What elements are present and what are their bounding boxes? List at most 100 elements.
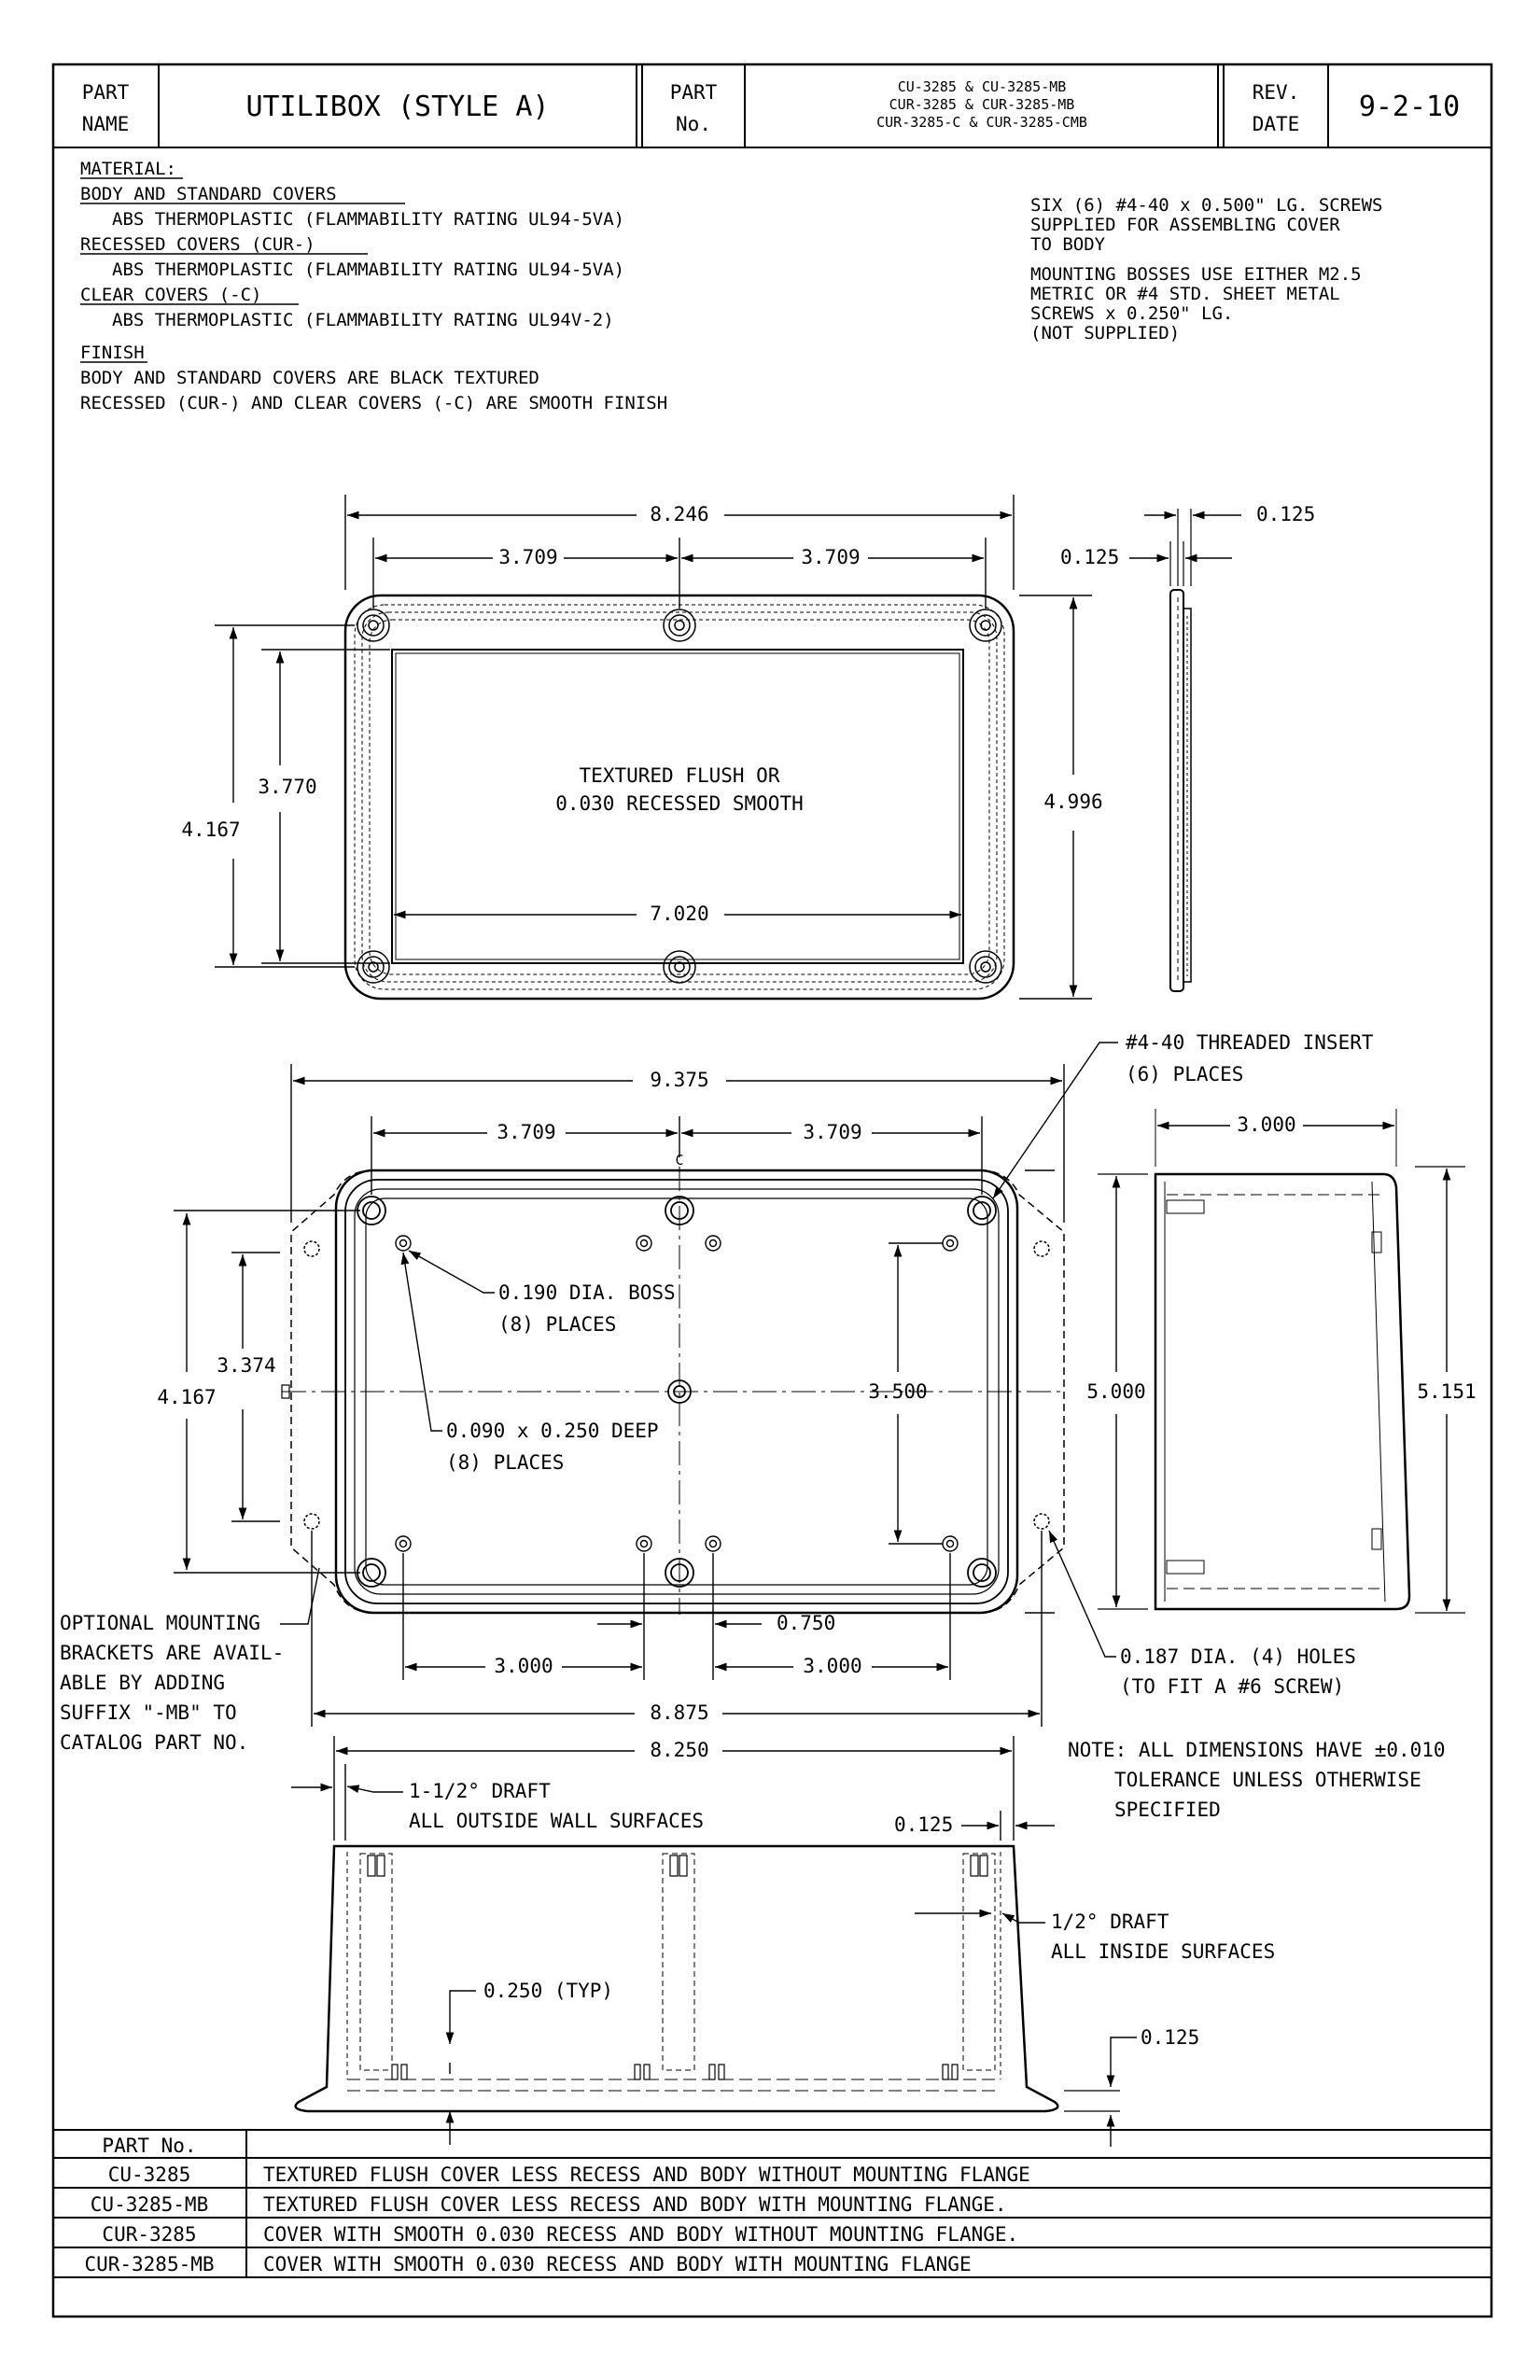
center-offset: 0.750 — [777, 1612, 835, 1634]
boss-typ-dimension: 0.250 (TYP) — [483, 1980, 613, 2002]
table-row-desc: COVER WITH SMOOTH 0.030 RECESS AND BODY … — [263, 2223, 1018, 2246]
parts-table-header: PART No. — [102, 2135, 196, 2157]
svg-text:METRIC OR #4 STD. SHEET METAL: METRIC OR #4 STD. SHEET METAL — [1030, 284, 1340, 304]
cover-panel-label: 0.030 RECESSED SMOOTH — [555, 792, 804, 815]
title-block — [53, 64, 1491, 148]
table-row-desc: COVER WITH SMOOTH 0.030 RECESS AND BODY … — [263, 2253, 972, 2275]
cover-side-view — [1129, 509, 1241, 992]
boss-note: (8) PLACES — [498, 1313, 616, 1336]
left-offset: 3.000 — [494, 1655, 553, 1677]
body-outer-height: 4.167 — [157, 1386, 216, 1408]
floor-thickness: 0.125 — [1141, 2026, 1199, 2049]
rev-label: REV. — [1253, 81, 1300, 104]
outside-draft-note: ALL OUTSIDE WALL SURFACES — [409, 1810, 704, 1832]
part-number: CUR-3285 & CUR-3285-MB — [889, 96, 1075, 113]
svg-text:SIX (6) #4-40 x 0.500" LG. SCR: SIX (6) #4-40 x 0.500" LG. SCREWS — [1030, 195, 1383, 216]
cover-dimension-lines — [215, 495, 1092, 1000]
cover-overall-width: 8.246 — [650, 503, 708, 525]
mount-hole-note: (TO FIT A #6 SCREW) — [1120, 1675, 1344, 1698]
end-view-height: 5.151 — [1417, 1380, 1476, 1403]
svg-text:SCREWS x 0.250" LG.: SCREWS x 0.250" LG. — [1030, 303, 1233, 324]
bracket-note: CATALOG PART NO. — [60, 1731, 248, 1754]
hole-note: (8) PLACES — [446, 1451, 564, 1474]
svg-text:FINISH: FINISH — [80, 343, 145, 363]
body-side-view — [294, 1844, 1059, 2113]
table-row-part: CU-3285-MB — [91, 2193, 208, 2216]
body-right-spacing: 3.709 — [803, 1121, 861, 1143]
body-end-view — [1098, 1109, 1465, 1614]
svg-text:MOUNTING BOSSES USE EITHER M2.: MOUNTING BOSSES USE EITHER M2.5 — [1030, 264, 1362, 285]
table-row-desc: TEXTURED FLUSH COVER LESS RECESS AND BOD… — [263, 2193, 1007, 2216]
part-no-label: PART — [670, 81, 718, 104]
insert-note: (6) PLACES — [1126, 1063, 1243, 1085]
svg-text:ABS THERMOPLASTIC (FLAMMABILIT: ABS THERMOPLASTIC (FLAMMABILITY RATING U… — [112, 209, 624, 230]
bracket-note: ABLE BY ADDING — [60, 1672, 225, 1694]
bracket-note: BRACKETS ARE AVAIL- — [60, 1642, 284, 1664]
table-row-part: CU-3285 — [108, 2163, 191, 2186]
body-inner-height: 3.374 — [217, 1354, 275, 1377]
svg-text:CLEAR COVERS (-C): CLEAR COVERS (-C) — [80, 285, 261, 305]
cover-inner-height: 3.770 — [258, 776, 316, 798]
boss-vertical-spacing: 3.500 — [868, 1380, 927, 1403]
inside-draft-note: 1/2° DRAFT — [1051, 1911, 1169, 1933]
side-view-width: 8.250 — [650, 1739, 708, 1761]
body-left-spacing: 3.709 — [497, 1121, 555, 1143]
parts-table — [53, 2129, 1491, 2278]
svg-text:(NOT SUPPLIED): (NOT SUPPLIED) — [1030, 323, 1180, 343]
svg-text:ABS THERMOPLASTIC (FLAMMABILIT: ABS THERMOPLASTIC (FLAMMABILITY RATING U… — [112, 310, 614, 330]
part-no-label: No. — [676, 113, 711, 135]
right-offset: 3.000 — [803, 1655, 861, 1677]
cover-outer-height-right: 4.996 — [1043, 791, 1102, 813]
hole-note: 0.090 x 0.250 DEEP — [446, 1420, 659, 1442]
side-wall-thickness: 0.125 — [894, 1813, 953, 1836]
cover-top-view — [343, 594, 1015, 1001]
cover-panel-label: TEXTURED FLUSH OR — [580, 764, 780, 787]
sheet-border — [51, 63, 1493, 2318]
centerline-mark: C — [675, 1152, 683, 1169]
part-name-label: PART — [82, 81, 130, 104]
table-row-part: CUR-3285 — [102, 2223, 196, 2246]
part-name-label: NAME — [82, 113, 130, 135]
part-number: CUR-3285-C & CUR-3285-CMB — [876, 114, 1087, 131]
assembly-notes: SIX (6) #4-40 x 0.500" LG. SCREWS SUPPLI… — [1030, 195, 1383, 343]
hole-spacing: 8.875 — [650, 1701, 708, 1724]
rev-date: 9-2-10 — [1359, 91, 1460, 123]
svg-text:BODY AND STANDARD COVERS ARE B: BODY AND STANDARD COVERS ARE BLACK TEXTU… — [80, 368, 539, 388]
body-top-dimension-lines — [174, 1042, 1118, 1727]
mount-hole-note: 0.187 DIA. (4) HOLES — [1120, 1645, 1356, 1668]
end-view-depth: 3.000 — [1237, 1113, 1295, 1136]
body-top-view — [281, 1167, 1065, 1615]
boss-note: 0.190 DIA. BOSS — [498, 1281, 676, 1304]
bracket-note: OPTIONAL MOUNTING — [60, 1612, 260, 1634]
body-height: 5.000 — [1086, 1380, 1145, 1403]
svg-text:RECESSED (CUR-) AND CLEAR COVE: RECESSED (CUR-) AND CLEAR COVERS (-C) AR… — [80, 393, 667, 413]
cover-side-thickness: 0.125 — [1256, 503, 1315, 525]
inside-draft-note: ALL INSIDE SURFACES — [1051, 1940, 1275, 1963]
cover-left-spacing: 3.709 — [498, 546, 557, 568]
tolerance-note: SPECIFIED — [1114, 1799, 1221, 1821]
tolerance-note: NOTE: ALL DIMENSIONS HAVE ±0.010 — [1068, 1739, 1446, 1761]
flange-width: 9.375 — [650, 1069, 708, 1091]
cover-right-spacing: 3.709 — [801, 546, 860, 568]
part-name: UTILIBOX (STYLE A) — [245, 91, 549, 123]
part-number: CU-3285 & CU-3285-MB — [898, 78, 1067, 95]
table-row-part: CUR-3285-MB — [84, 2253, 214, 2275]
svg-text:BODY AND STANDARD COVERS: BODY AND STANDARD COVERS — [80, 184, 337, 204]
bracket-note: SUFFIX "-MB" TO — [60, 1701, 237, 1724]
cover-outer-height-left: 4.167 — [181, 819, 240, 841]
cover-side-thickness: 0.125 — [1060, 546, 1119, 568]
svg-text:ABS THERMOPLASTIC (FLAMMABILIT: ABS THERMOPLASTIC (FLAMMABILITY RATING U… — [112, 259, 624, 280]
outside-draft-note: 1-1/2° DRAFT — [409, 1780, 551, 1802]
svg-text:SUPPLIED FOR ASSEMBLING COVER: SUPPLIED FOR ASSEMBLING COVER — [1030, 215, 1340, 235]
svg-text:RECESSED COVERS (CUR-): RECESSED COVERS (CUR-) — [80, 234, 315, 255]
tolerance-note: TOLERANCE UNLESS OTHERWISE — [1114, 1769, 1421, 1791]
table-row-desc: TEXTURED FLUSH COVER LESS RECESS AND BOD… — [263, 2163, 1030, 2186]
svg-text:TO BODY: TO BODY — [1030, 234, 1106, 255]
svg-text:MATERIAL:: MATERIAL: — [80, 159, 176, 179]
body-side-dimension-lines — [291, 1736, 1137, 2147]
cover-inner-width: 7.020 — [650, 903, 708, 925]
insert-note: #4-40 THREADED INSERT — [1126, 1031, 1374, 1054]
material-notes: MATERIAL: BODY AND STANDARD COVERS ABS T… — [80, 159, 667, 413]
rev-label: DATE — [1253, 113, 1300, 135]
